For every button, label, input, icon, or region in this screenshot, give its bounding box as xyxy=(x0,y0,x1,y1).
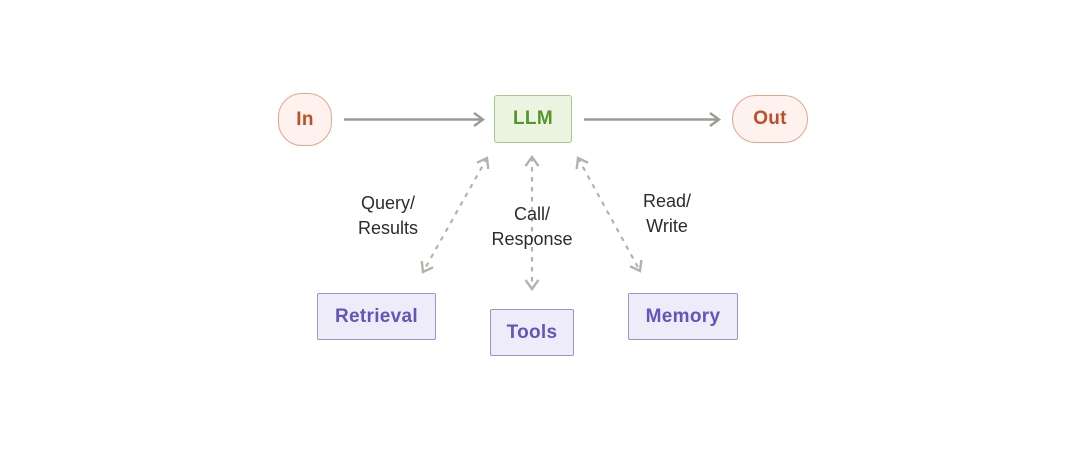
arrow-llm-retrieval xyxy=(423,158,487,272)
node-in-label: In xyxy=(296,108,314,130)
node-in: In xyxy=(278,93,332,146)
edge-label-line: Call/ xyxy=(513,204,550,224)
edge-label-line: Response xyxy=(491,229,573,249)
edge-label-query-results: Query/ Results xyxy=(358,191,418,241)
edge-label-line: Results xyxy=(357,218,419,238)
edge-label-line: Query/ xyxy=(360,193,416,213)
edge-label-line: Write xyxy=(646,216,688,236)
node-out: Out xyxy=(732,95,808,143)
edge-label-line: Read/ xyxy=(642,191,692,211)
node-retrieval: Retrieval xyxy=(317,293,436,340)
edge-label-read-write: Read/ Write xyxy=(643,189,691,239)
edge-label-call-response: Call/ Response xyxy=(491,202,572,252)
arrow-llm-memory xyxy=(578,158,640,271)
node-llm-label: LLM xyxy=(513,108,553,129)
node-out-label: Out xyxy=(753,108,787,129)
node-retrieval-label: Retrieval xyxy=(335,305,418,327)
node-tools: Tools xyxy=(490,309,574,356)
node-llm: LLM xyxy=(494,95,572,143)
node-tools-label: Tools xyxy=(506,321,558,343)
node-memory: Memory xyxy=(628,293,738,340)
node-memory-label: Memory xyxy=(645,305,721,327)
